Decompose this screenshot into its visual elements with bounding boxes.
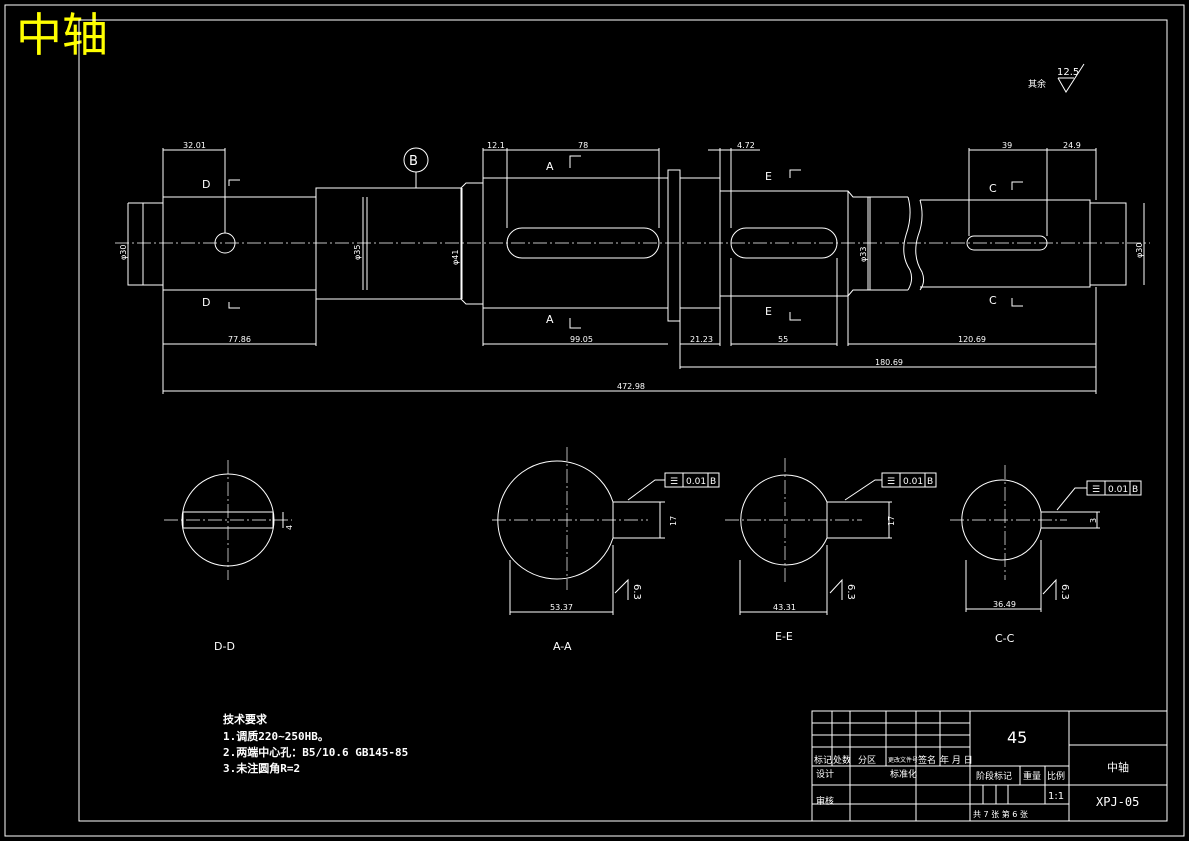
svg-text:设计: 设计 [816, 768, 834, 780]
svg-text:12.1: 12.1 [487, 141, 505, 150]
svg-text:99.05: 99.05 [570, 335, 593, 344]
section-d-d-label: D-D [214, 640, 235, 653]
svg-text:1.调质220~250HB。: 1.调质220~250HB。 [223, 729, 329, 743]
svg-text:B: B [409, 154, 418, 169]
title-block: 45 中轴 XPJ-05 1:1 标记 处数 分区 更改文件号 签名 年 月 日… [811, 710, 1168, 822]
svg-text:12.5: 12.5 [1057, 67, 1079, 78]
svg-text:53.37: 53.37 [550, 603, 573, 612]
svg-text:C: C [989, 182, 997, 195]
section-e-e-label: E-E [775, 630, 793, 643]
keyway-c [966, 235, 1048, 251]
section-d-d: 4 D-D [164, 460, 294, 653]
svg-text:472.98: 472.98 [617, 382, 645, 391]
svg-text:32.01: 32.01 [183, 141, 206, 150]
roughness-symbol: 其余 12.5 [1028, 63, 1085, 93]
section-marks: D D A A E E C C [202, 155, 1023, 329]
keyway-e [730, 227, 838, 259]
svg-text:36.49: 36.49 [993, 600, 1016, 609]
scale-value: 1:1 [1048, 791, 1064, 802]
outer-border [4, 4, 1185, 837]
svg-text:A: A [546, 160, 554, 173]
svg-text:3: 3 [1089, 518, 1098, 523]
svg-text:签名: 签名 [918, 754, 936, 766]
svg-text:6.3: 6.3 [845, 584, 856, 600]
inner-border [78, 19, 1168, 822]
svg-text:0.01: 0.01 [1108, 485, 1128, 495]
svg-text:技术要求: 技术要求 [223, 712, 268, 726]
svg-text:180.69: 180.69 [875, 358, 903, 367]
svg-text:标记: 标记 [814, 754, 832, 766]
dimensions: 32.01 12.1 78 4.72 39 24.9 77.86 99.05 2… [119, 141, 1145, 394]
svg-text:4: 4 [285, 525, 294, 530]
material-value: 45 [1007, 728, 1027, 747]
svg-text:E: E [765, 305, 772, 318]
svg-text:分区: 分区 [858, 755, 876, 766]
section-e-e: 17 ☰ 0.01 B 43.31 6.3 E-E [725, 458, 937, 643]
svg-text:6.3: 6.3 [631, 584, 642, 600]
svg-text:更改文件号: 更改文件号 [888, 756, 918, 764]
svg-text:D: D [202, 296, 210, 309]
keyway-a [506, 227, 660, 259]
svg-text:3.未注圆角R=2: 3.未注圆角R=2 [223, 761, 300, 775]
svg-text:标准化: 标准化 [890, 768, 917, 780]
svg-text:年 月 日: 年 月 日 [940, 754, 973, 766]
svg-text:处数: 处数 [833, 754, 851, 766]
svg-text:21.23: 21.23 [690, 335, 713, 344]
svg-text:E: E [765, 170, 772, 183]
svg-text:☰: ☰ [1092, 485, 1100, 495]
svg-text:4.72: 4.72 [737, 141, 755, 150]
svg-text:阶段标记: 阶段标记 [976, 770, 1012, 782]
svg-text:6.3: 6.3 [1059, 584, 1070, 600]
svg-text:120.69: 120.69 [958, 335, 986, 344]
svg-text:比例: 比例 [1047, 770, 1065, 782]
svg-text:☰: ☰ [887, 477, 895, 487]
section-c-c-label: C-C [995, 632, 1015, 645]
svg-text:其余: 其余 [1028, 78, 1046, 90]
svg-text:77.86: 77.86 [228, 335, 251, 344]
svg-text:B: B [710, 477, 716, 487]
svg-text:78: 78 [578, 141, 588, 150]
svg-text:2.两端中心孔：B5/10.6 GB145-85: 2.两端中心孔：B5/10.6 GB145-85 [223, 745, 408, 759]
svg-text:φ33: φ33 [859, 247, 868, 262]
svg-text:B: B [1132, 485, 1138, 495]
drawing-number: XPJ-05 [1096, 795, 1139, 809]
section-a-a: 17 ☰ 0.01 B 53.37 6.3 A-A [492, 447, 720, 653]
svg-text:重量: 重量 [1023, 770, 1041, 782]
svg-text:φ30: φ30 [119, 245, 128, 260]
section-a-a-label: A-A [553, 640, 572, 653]
svg-text:共 7 张 第 6 张: 共 7 张 第 6 张 [973, 809, 1028, 819]
technical-requirements: 技术要求 1.调质220~250HB。 2.两端中心孔：B5/10.6 GB14… [223, 712, 408, 775]
svg-text:φ41: φ41 [451, 250, 460, 265]
svg-text:17: 17 [669, 516, 678, 526]
svg-text:0.01: 0.01 [903, 477, 923, 487]
svg-text:☰: ☰ [670, 477, 678, 487]
svg-text:A: A [546, 313, 554, 326]
svg-text:φ30: φ30 [1135, 243, 1144, 258]
svg-text:0.01: 0.01 [686, 477, 706, 487]
section-c-c: 3 ☰ 0.01 B 36.49 6.3 C-C [950, 465, 1142, 645]
svg-text:D: D [202, 178, 210, 191]
part-name: 中轴 [1107, 760, 1129, 774]
svg-text:审核: 审核 [816, 795, 834, 807]
svg-text:17: 17 [887, 516, 896, 526]
svg-text:B: B [927, 477, 933, 487]
svg-text:55: 55 [778, 335, 788, 344]
svg-text:24.9: 24.9 [1063, 141, 1081, 150]
svg-text:φ35: φ35 [353, 245, 362, 260]
svg-text:39: 39 [1002, 141, 1012, 150]
svg-text:43.31: 43.31 [773, 603, 796, 612]
svg-text:C: C [989, 294, 997, 307]
